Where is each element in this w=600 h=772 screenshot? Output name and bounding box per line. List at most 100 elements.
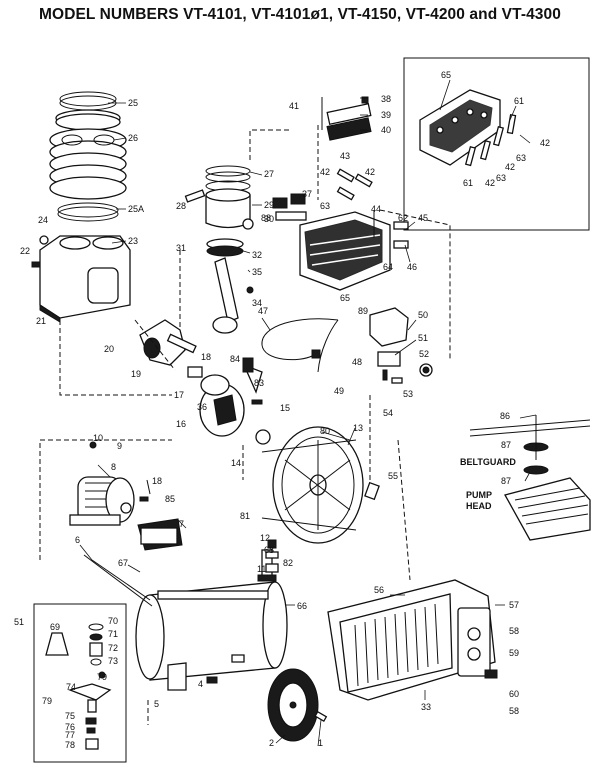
svg-text:65: 65 [340, 293, 350, 303]
svg-text:22: 22 [20, 246, 30, 256]
svg-text:21: 21 [36, 316, 46, 326]
svg-text:49: 49 [334, 386, 344, 396]
svg-text:12: 12 [260, 533, 270, 543]
head-label: HEAD [466, 501, 492, 511]
svg-text:9: 9 [117, 441, 122, 451]
svg-text:20: 20 [104, 344, 114, 354]
svg-text:38: 38 [381, 94, 391, 104]
svg-text:59: 59 [509, 648, 519, 658]
svg-text:29: 29 [264, 200, 274, 210]
svg-text:36: 36 [197, 402, 207, 412]
crankshaft [139, 319, 197, 366]
svg-text:24: 24 [38, 215, 48, 225]
svg-text:88: 88 [261, 213, 271, 223]
svg-text:61: 61 [514, 96, 524, 106]
svg-text:58: 58 [509, 626, 519, 636]
svg-text:42: 42 [365, 167, 375, 177]
beltguard-label: BELTGUARD [460, 457, 516, 467]
diagram-title: MODEL NUMBERS VT-4101, VT-4101ø1, VT-415… [39, 6, 561, 23]
gasket-stack [49, 91, 127, 222]
svg-text:87: 87 [501, 440, 511, 450]
svg-text:65: 65 [441, 70, 451, 80]
svg-text:70: 70 [108, 616, 118, 626]
svg-text:69: 69 [50, 622, 60, 632]
svg-text:57: 57 [509, 600, 519, 610]
svg-text:44: 44 [371, 204, 381, 214]
svg-text:42: 42 [485, 178, 495, 188]
svg-text:63: 63 [516, 153, 526, 163]
svg-text:5: 5 [154, 699, 159, 709]
svg-text:63: 63 [320, 201, 330, 211]
svg-text:7: 7 [179, 519, 184, 529]
svg-text:39: 39 [381, 110, 391, 120]
svg-text:28: 28 [176, 201, 186, 211]
svg-text:1: 1 [318, 738, 323, 748]
svg-text:76: 76 [65, 722, 75, 732]
svg-text:23: 23 [128, 236, 138, 246]
svg-text:56: 56 [374, 585, 384, 595]
svg-text:16: 16 [176, 419, 186, 429]
svg-text:47: 47 [258, 306, 268, 316]
svg-text:42: 42 [540, 138, 550, 148]
svg-text:78: 78 [65, 740, 75, 750]
svg-text:60: 60 [509, 689, 519, 699]
motor-assembly [69, 441, 183, 551]
svg-text:71: 71 [108, 629, 118, 639]
svg-text:51: 51 [418, 333, 428, 343]
pilot-valve-inset [33, 603, 127, 763]
svg-text:30: 30 [264, 214, 274, 224]
svg-text:82: 82 [283, 558, 293, 568]
svg-text:80: 80 [320, 426, 330, 436]
svg-text:52: 52 [419, 349, 429, 359]
svg-text:73: 73 [108, 656, 118, 666]
svg-text:54: 54 [383, 408, 393, 418]
svg-text:37: 37 [302, 189, 312, 199]
svg-text:10: 10 [93, 433, 103, 443]
svg-text:63: 63 [496, 173, 506, 183]
svg-text:87: 87 [501, 476, 511, 486]
svg-text:33: 33 [421, 702, 431, 712]
svg-text:50: 50 [418, 310, 428, 320]
svg-text:15: 15 [280, 403, 290, 413]
svg-text:81: 81 [240, 511, 250, 521]
svg-text:46: 46 [407, 262, 417, 272]
svg-text:74: 74 [66, 682, 76, 692]
wheel [267, 668, 328, 742]
svg-text:11: 11 [257, 564, 266, 574]
svg-text:83: 83 [254, 378, 264, 388]
pump-label: PUMP [466, 490, 492, 500]
svg-text:32: 32 [252, 250, 262, 260]
svg-text:64: 64 [383, 262, 393, 272]
fittings [265, 481, 380, 573]
svg-text:67: 67 [118, 558, 128, 568]
svg-text:72: 72 [108, 643, 118, 653]
svg-text:85: 85 [165, 494, 175, 504]
piston-assembly [184, 165, 254, 334]
svg-text:86: 86 [500, 411, 510, 421]
cylinder-block [31, 235, 131, 323]
svg-text:58: 58 [509, 706, 519, 716]
svg-text:26: 26 [128, 133, 138, 143]
cylinder-head [272, 96, 409, 291]
svg-text:14: 14 [231, 458, 241, 468]
assembly-lines [39, 125, 451, 725]
svg-text:84: 84 [230, 354, 240, 364]
svg-text:79: 79 [42, 696, 52, 706]
svg-text:62: 62 [398, 213, 408, 223]
svg-text:55: 55 [388, 471, 398, 481]
svg-text:41: 41 [289, 101, 299, 111]
svg-text:48: 48 [352, 357, 362, 367]
svg-text:25: 25 [128, 98, 138, 108]
svg-text:6: 6 [75, 535, 80, 545]
pressure-switch [369, 307, 433, 384]
svg-text:40: 40 [381, 125, 391, 135]
flywheel-assembly [187, 357, 364, 544]
svg-text:19: 19 [131, 369, 141, 379]
svg-text:35: 35 [252, 267, 262, 277]
svg-text:75: 75 [65, 711, 75, 721]
svg-text:66: 66 [297, 601, 307, 611]
svg-text:27: 27 [264, 169, 274, 179]
svg-text:68: 68 [264, 545, 274, 555]
svg-text:31: 31 [176, 243, 186, 253]
